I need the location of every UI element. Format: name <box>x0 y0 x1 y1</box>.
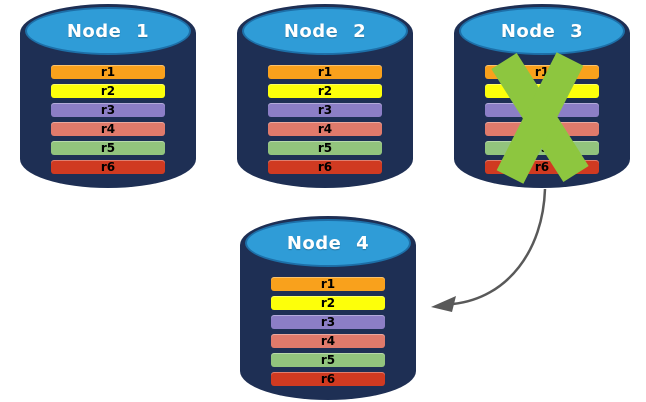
range-bar-r5: r5 <box>51 141 165 155</box>
node-4: Node 4 r1 r2 r3 r4 r5 r6 <box>240 216 416 400</box>
range-list: r1 r2 r3 r4 r5 r6 <box>51 65 165 174</box>
range-bar-r2: r2 <box>271 296 385 310</box>
node-label: Node 3 <box>500 20 584 42</box>
range-bar-r1: r1 <box>271 277 385 291</box>
range-bar-r5: r5 <box>271 353 385 367</box>
cylinder-top <box>245 219 411 267</box>
arrow-head <box>431 296 456 312</box>
node-2: Node 2 r1 r2 r3 r4 r5 r6 <box>237 4 413 188</box>
node-1: Node 1 r1 r2 r3 r4 r5 r6 <box>20 4 196 188</box>
range-bar-r5: r5 <box>268 141 382 155</box>
range-bar-r6: r6 <box>268 160 382 174</box>
node-label: Node 2 <box>283 20 367 42</box>
node-label: Node 1 <box>66 20 150 42</box>
range-bar-r3: r3 <box>268 103 382 117</box>
range-list: r1 r2 r3 r4 r5 r6 <box>271 277 385 386</box>
node-3-failed: Node 3 r1 r2 r3 r4 r5 r6 <box>454 4 630 188</box>
arrow-curve <box>452 188 547 306</box>
range-bar-r5: r5 <box>485 141 599 155</box>
range-bar-r4: r4 <box>485 122 599 136</box>
range-bar-r3: r3 <box>51 103 165 117</box>
range-bar-r4: r4 <box>271 334 385 348</box>
range-bar-r3: r3 <box>485 103 599 117</box>
range-bar-r2: r2 <box>51 84 165 98</box>
range-bar-r4: r4 <box>51 122 165 136</box>
range-list: r1 r2 r3 r4 r5 r6 <box>268 65 382 174</box>
range-bar-r6: r6 <box>51 160 165 174</box>
range-bar-r2: r2 <box>268 84 382 98</box>
range-bar-r2: r2 <box>485 84 599 98</box>
range-bar-r1: r1 <box>268 65 382 79</box>
range-bar-r6: r6 <box>485 160 599 174</box>
cylinder-top <box>25 7 191 55</box>
range-bar-r6: r6 <box>271 372 385 386</box>
node-label: Node 4 <box>286 232 370 254</box>
range-list: r1 r2 r3 r4 r5 r6 <box>485 65 599 174</box>
range-bar-r4: r4 <box>268 122 382 136</box>
range-bar-r1: r1 <box>51 65 165 79</box>
range-bar-r3: r3 <box>271 315 385 329</box>
cylinder-top <box>242 7 408 55</box>
range-bar-r1: r1 <box>485 65 599 79</box>
